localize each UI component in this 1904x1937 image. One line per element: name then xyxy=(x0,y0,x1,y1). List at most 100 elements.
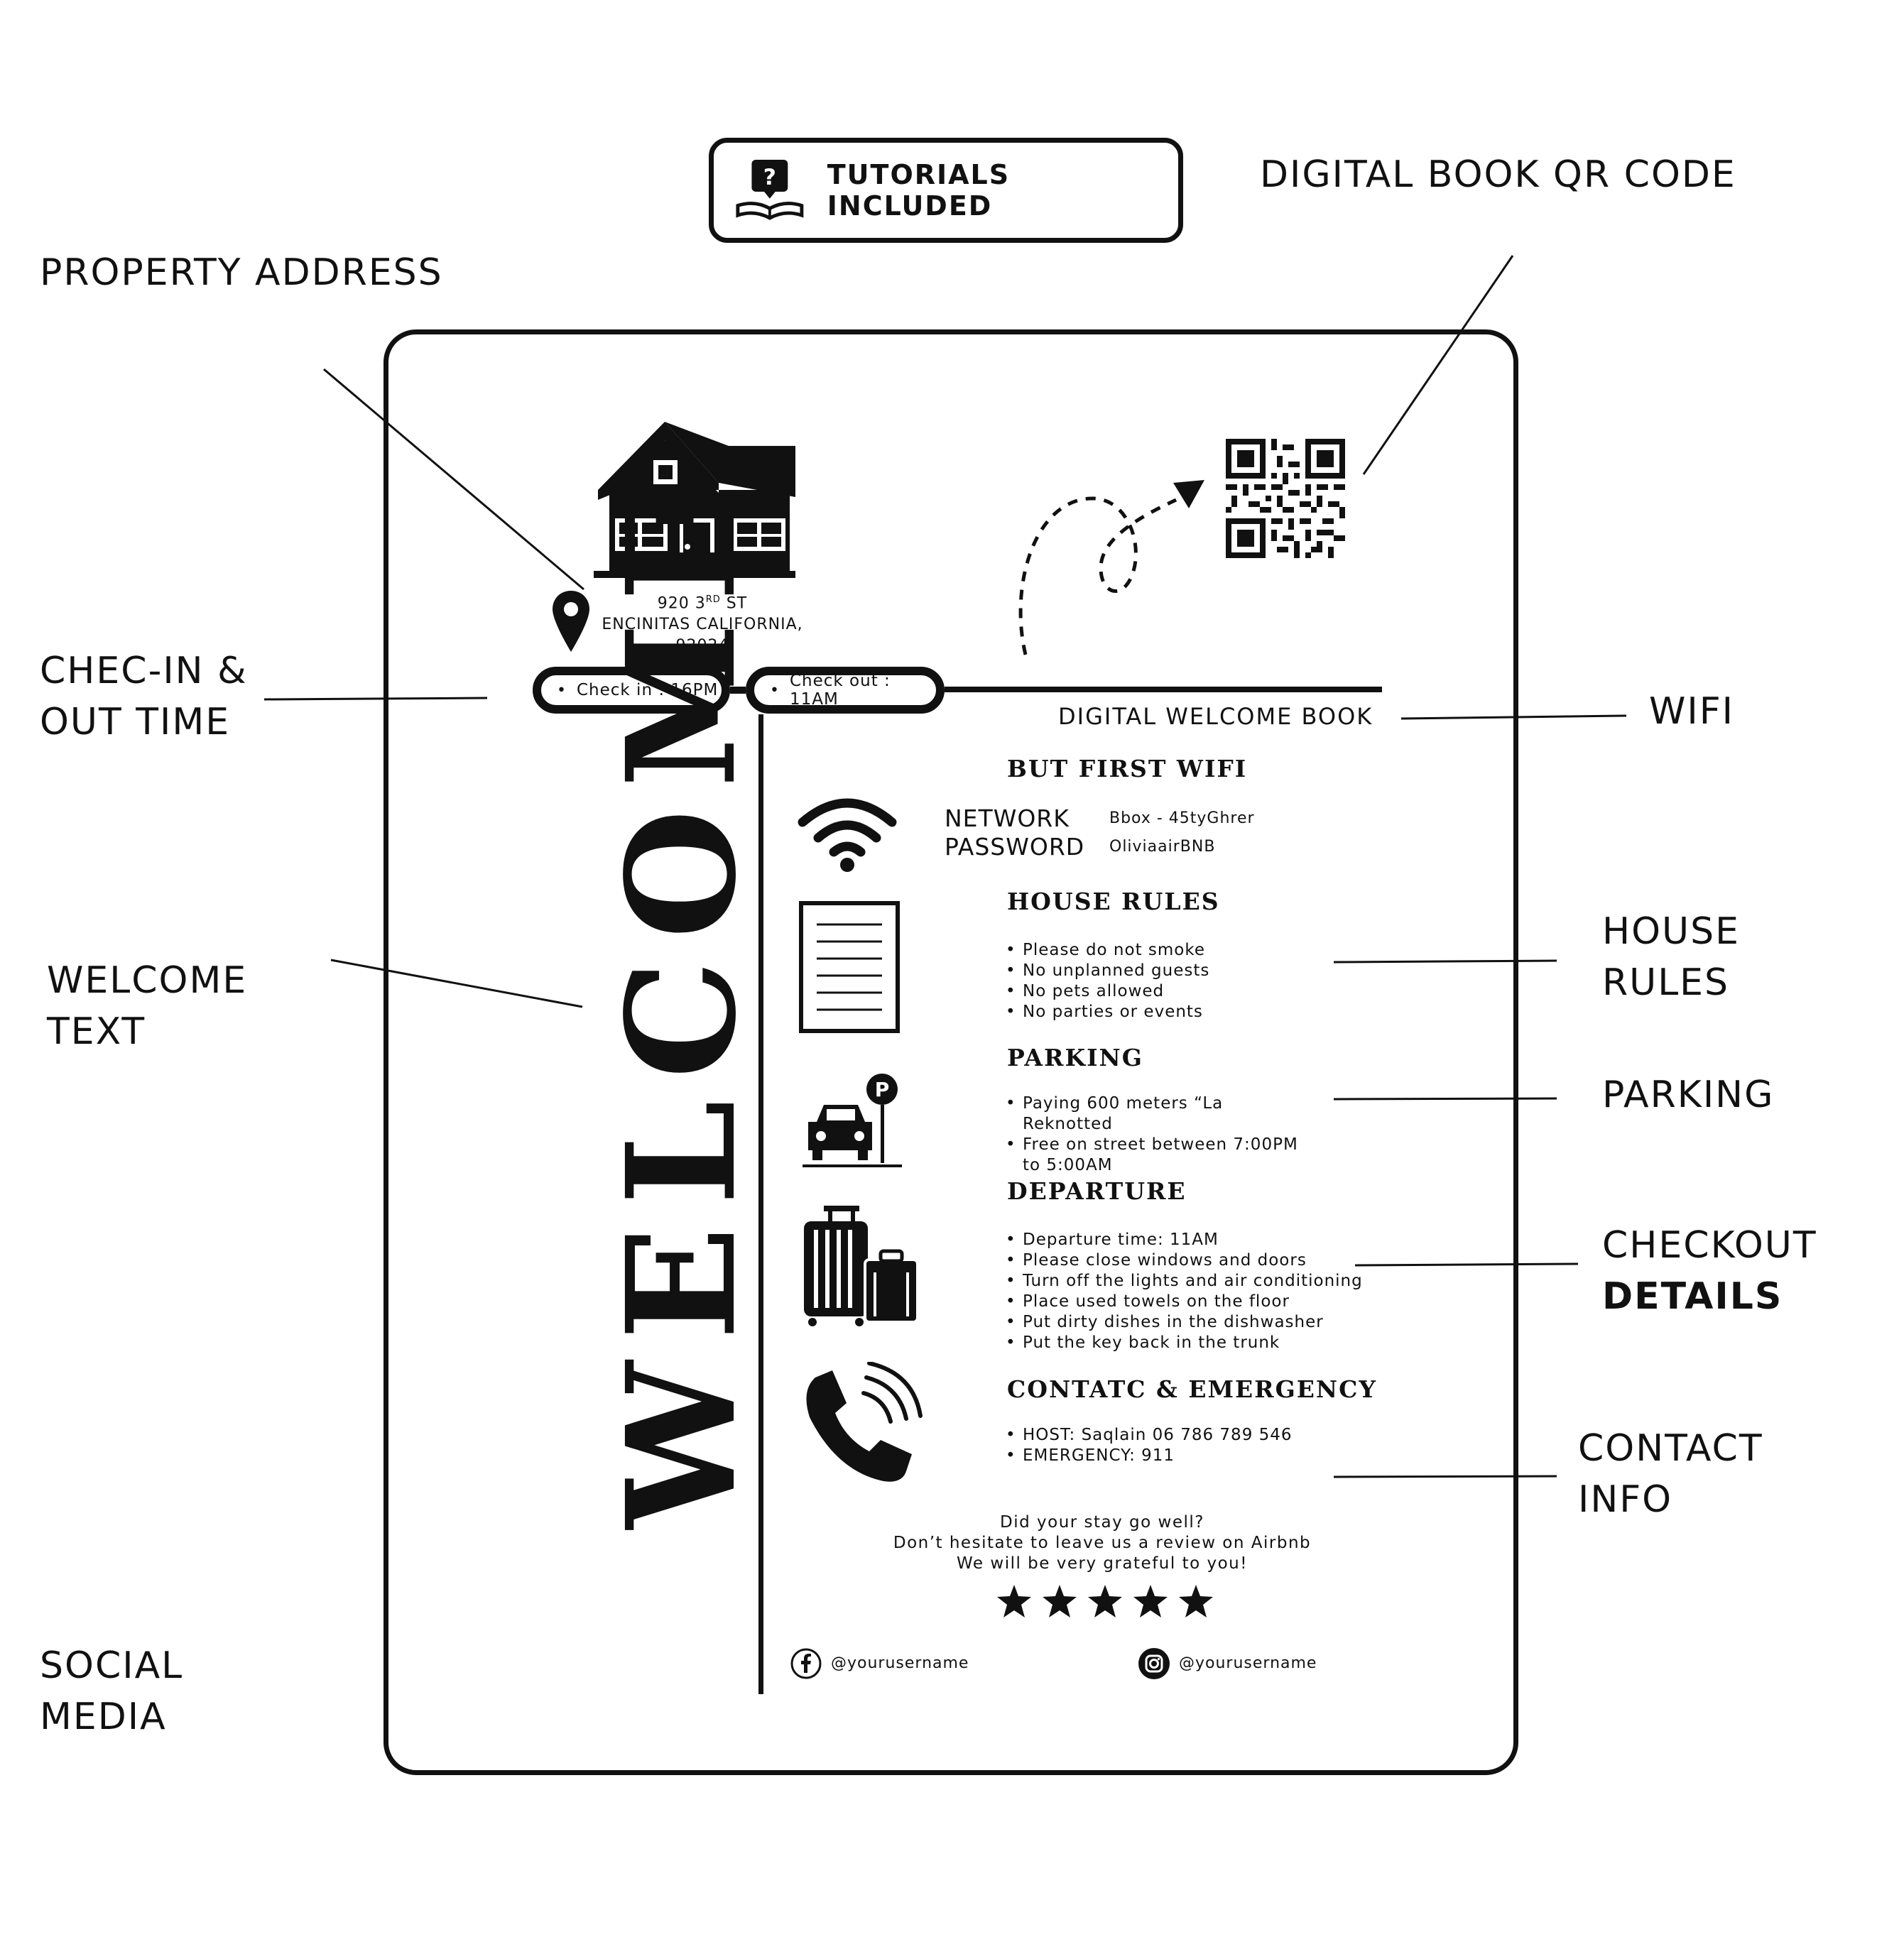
check-in-pill: Check in : 16PM xyxy=(533,667,730,714)
annotation-line: CHECKOUT xyxy=(1602,1224,1817,1267)
annotation-contact-info: CONTACT INFO xyxy=(1578,1423,1763,1525)
review-line-2: Don’t hesitate to leave us a review on A… xyxy=(893,1534,1312,1552)
list-item: HOST: Saqlain 06 786 789 546 xyxy=(1006,1425,1293,1446)
annotation-line: HOUSE xyxy=(1602,910,1740,953)
address-line-2: ENCINITAS CALIFORNIA, xyxy=(602,616,803,634)
wifi-icon xyxy=(798,798,897,872)
luggage-icon xyxy=(804,1206,919,1326)
list-item: Departure time: 11AM xyxy=(1006,1230,1363,1250)
list-item: No parties or events xyxy=(1006,1002,1209,1022)
facebook-handle[interactable]: @yourusername xyxy=(831,1654,969,1672)
annotation-line: OUT TIME xyxy=(40,701,231,743)
welcome-book-card xyxy=(383,329,1518,1775)
svg-text:?: ? xyxy=(763,165,776,190)
annotation-line: WELCOME xyxy=(47,959,248,1002)
wifi-password-label: PASSWORD xyxy=(945,833,1085,861)
check-out-pill: Check out : 11AM xyxy=(746,667,945,714)
departure-list: Departure time: 11AM Please close window… xyxy=(1006,1230,1363,1353)
house-rules-list: Please do not smoke No unplanned guests … xyxy=(1006,940,1209,1022)
welcome-vertical-text: WELCOME xyxy=(594,466,769,1529)
address-street-type: ST xyxy=(720,594,748,613)
wifi-password-value: OliviaairBNB xyxy=(1109,838,1216,856)
annotation-line: CONTACT xyxy=(1578,1427,1763,1470)
vertical-divider xyxy=(758,714,763,1694)
leader-line-parking xyxy=(1333,1097,1557,1101)
check-out-label: Check out : 11AM xyxy=(789,672,891,709)
phone-icon xyxy=(806,1362,923,1482)
annotation-wifi: WIFI xyxy=(1649,686,1734,737)
annotation-parking: PARKING xyxy=(1602,1069,1774,1120)
annotation-property-address: PROPERTY ADDRESS xyxy=(40,247,443,298)
svg-text:P: P xyxy=(875,1078,890,1101)
leader-line-contact xyxy=(1333,1475,1557,1478)
annotation-line: SOCIAL xyxy=(40,1644,184,1687)
list-item: Please do not smoke xyxy=(1006,940,1209,961)
qr-code xyxy=(1226,439,1345,558)
leader-line-check-times xyxy=(263,697,488,701)
annotation-line: WIFI xyxy=(1649,690,1734,733)
star-icon xyxy=(1179,1585,1213,1617)
book-title: DIGITAL WELCOME BOOK xyxy=(1058,703,1373,730)
check-in-label: Check in : 16PM xyxy=(576,681,719,699)
header-rule xyxy=(945,687,1382,692)
contact-title: CONTATC & EMERGENCY xyxy=(1007,1375,1377,1403)
tutorials-label: TUTORIALS INCLUDED xyxy=(827,159,1011,222)
address-line-1: 920 3RD ST xyxy=(601,589,804,614)
instagram-icon[interactable] xyxy=(1138,1647,1170,1680)
location-pin-icon xyxy=(553,591,589,652)
departure-title: DEPARTURE xyxy=(1007,1177,1187,1205)
list-item: Put the key back in the trunk xyxy=(1006,1333,1363,1353)
list-item: Paying 600 meters “La Reknotted xyxy=(1006,1093,1318,1135)
list-item: No unplanned guests xyxy=(1006,961,1209,981)
document-icon xyxy=(799,901,900,1033)
list-item: EMERGENCY: 911 xyxy=(1006,1446,1293,1466)
house-rules-title: HOUSE RULES xyxy=(1007,888,1220,915)
instagram-handle[interactable]: @yourusername xyxy=(1179,1654,1317,1672)
star-icon xyxy=(1133,1585,1168,1617)
review-line-1: Did your stay go well? xyxy=(1000,1513,1204,1532)
annotation-house-rules: HOUSE RULES xyxy=(1602,906,1740,1008)
star-icon xyxy=(1088,1585,1122,1617)
review-line-3: We will be very grateful to you! xyxy=(957,1554,1248,1573)
parking-list: Paying 600 meters “La Reknotted Free on … xyxy=(1006,1093,1318,1176)
star-rating xyxy=(997,1585,1213,1617)
annotation-checkout-details: CHECKOUT DETAILS xyxy=(1602,1220,1817,1322)
review-message: Did your stay go well? Don’t hesitate to… xyxy=(854,1512,1351,1574)
leader-line-house-rules xyxy=(1333,959,1557,964)
annotation-line: TEXT xyxy=(47,1010,146,1053)
pill-connector xyxy=(730,687,746,694)
list-item: Place used towels on the floor xyxy=(1006,1292,1363,1312)
annotation-qr-code: DIGITAL BOOK QR CODE xyxy=(1260,149,1736,200)
house-icon xyxy=(594,422,795,578)
star-icon xyxy=(997,1585,1031,1617)
dashed-arrow-icon xyxy=(1018,480,1204,655)
leader-line-address xyxy=(323,368,584,591)
annotation-line: PARKING xyxy=(1602,1074,1775,1116)
annotation-line: DIGITAL BOOK QR CODE xyxy=(1260,153,1736,196)
facebook-icon[interactable] xyxy=(790,1647,822,1680)
list-item: Put dirty dishes in the dishwasher xyxy=(1006,1312,1363,1333)
annotation-check-times: CHEC-IN & OUT TIME xyxy=(40,645,248,748)
annotation-line: INFO xyxy=(1578,1478,1673,1521)
address-line-3: 92024 xyxy=(675,637,729,655)
property-address: 920 3RD ST ENCINITAS CALIFORNIA, 92024 xyxy=(601,589,804,657)
wifi-title: BUT FIRST WIFI xyxy=(1007,755,1248,782)
parking-title: PARKING xyxy=(1007,1044,1143,1071)
annotation-line: PROPERTY ADDRESS xyxy=(40,251,443,294)
star-icon xyxy=(1043,1585,1077,1617)
leader-line-welcome xyxy=(330,959,583,1008)
annotation-line: CHEC-IN & xyxy=(40,650,248,692)
wifi-network-value: Bbox - 45tyGhrer xyxy=(1109,809,1255,827)
list-item: Turn off the lights and air conditioning xyxy=(1006,1271,1363,1292)
list-item: No pets allowed xyxy=(1006,981,1209,1002)
annotation-welcome-text: WELCOME TEXT xyxy=(47,955,247,1057)
leader-line-qr xyxy=(1362,255,1514,475)
address-street-number: 920 3 xyxy=(657,594,706,613)
tutorials-badge: ? TUTORIALS INCLUDED xyxy=(709,138,1183,243)
annotation-social-media: SOCIAL MEDIA xyxy=(40,1640,183,1742)
annotation-line: MEDIA xyxy=(40,1696,167,1738)
book-question-icon: ? xyxy=(736,159,804,220)
contact-list: HOST: Saqlain 06 786 789 546 EMERGENCY: … xyxy=(1006,1425,1293,1466)
annotation-line: RULES xyxy=(1602,961,1730,1004)
